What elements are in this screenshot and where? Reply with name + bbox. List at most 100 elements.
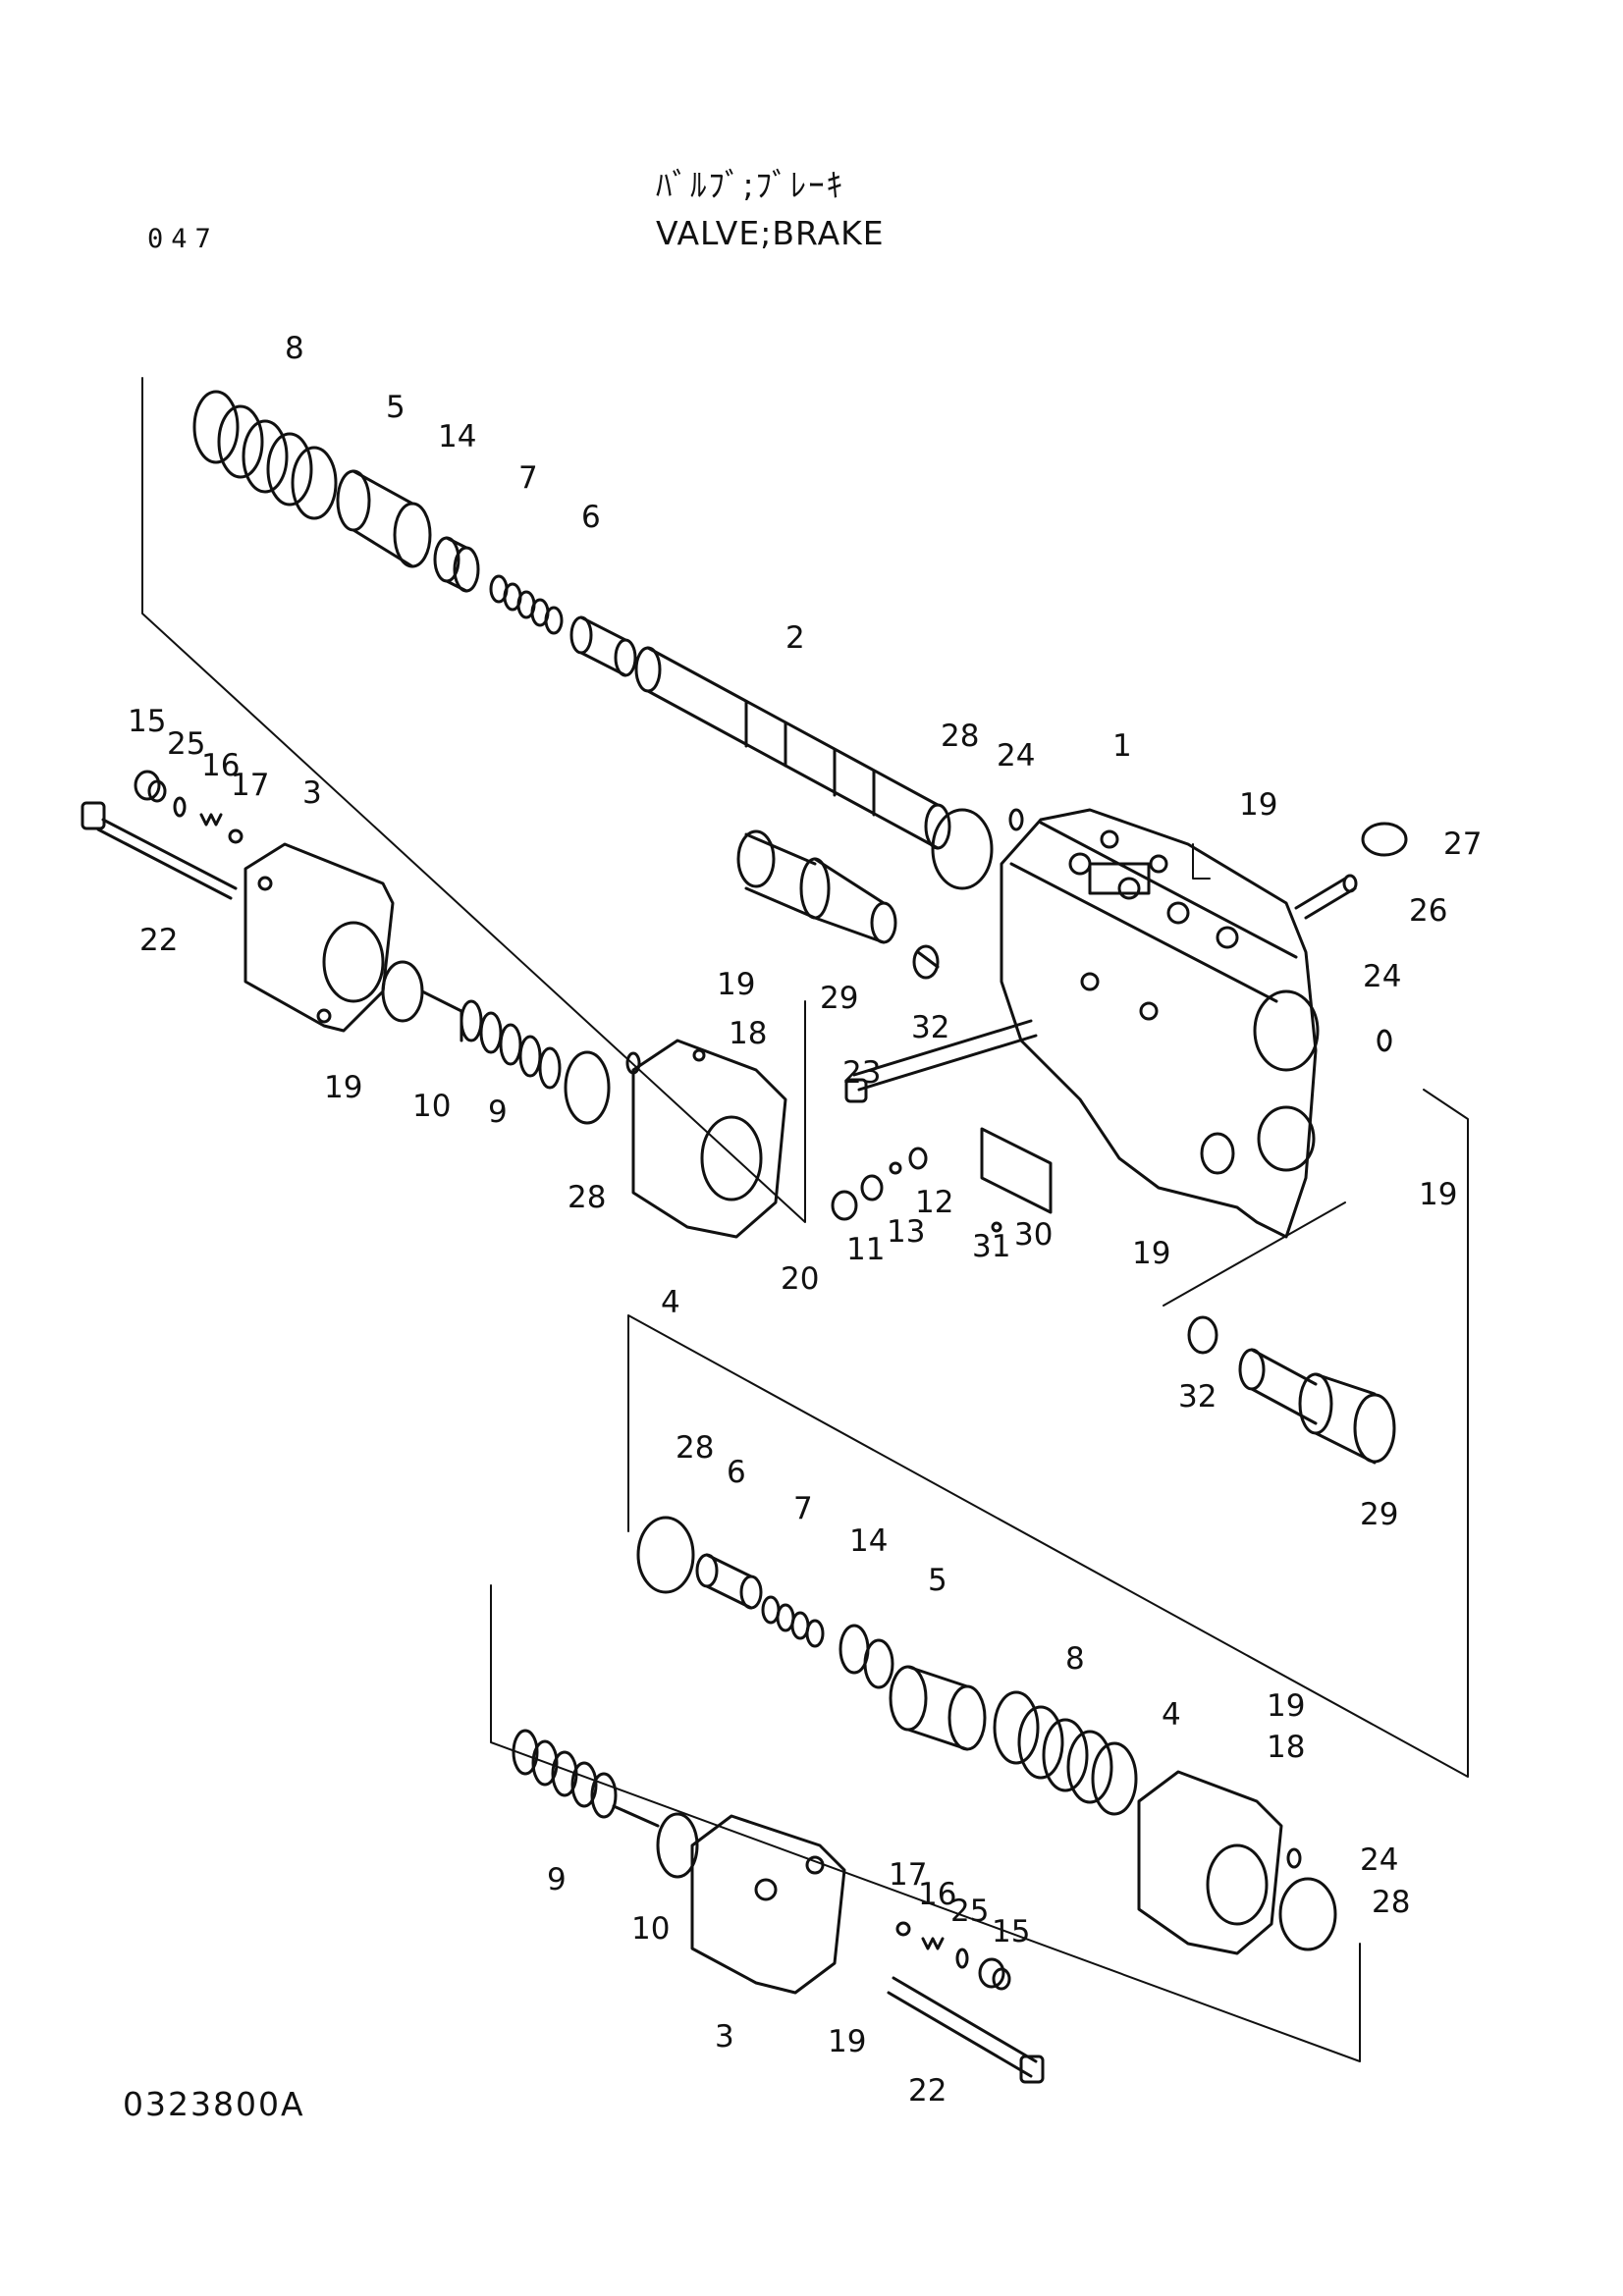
part-label: 20 [781, 1261, 819, 1297]
part-label: 9 [488, 1095, 508, 1130]
part-label: 2 [785, 620, 805, 656]
sleeve-5-lower [889, 1665, 987, 1751]
seat-32-lower [1187, 1315, 1218, 1355]
part-label: 13 [887, 1214, 925, 1250]
part-label: 19 [1267, 1688, 1305, 1724]
part-label: 32 [1178, 1379, 1217, 1415]
oring-28-lower [636, 1516, 695, 1594]
ball-17-upper [228, 828, 243, 844]
page-number: 047 [147, 224, 219, 254]
part-label: 22 [908, 2073, 947, 2109]
part-label: 3 [302, 775, 322, 811]
title-english: VALVE;BRAKE [656, 214, 885, 252]
oring-28-mid [564, 1050, 611, 1125]
part-label: 28 [1372, 1885, 1410, 1920]
part-label: 12 [915, 1185, 953, 1220]
ring-14-lower [839, 1624, 894, 1689]
seat-12 [908, 1147, 928, 1170]
spring-7-lower [761, 1595, 825, 1648]
part-label: 14 [849, 1523, 888, 1559]
oring-27 [1361, 822, 1408, 857]
relief-valve-29-upper [736, 829, 897, 944]
bolt-22-lower [887, 1976, 1045, 2084]
piston-10-upper [381, 960, 463, 1042]
plug-26 [1294, 874, 1358, 920]
title-japanese: ﾊﾞﾙﾌﾞ;ﾌﾞﾚｰｷ [656, 166, 845, 204]
part-label: 32 [911, 1010, 949, 1045]
part-label: 24 [1360, 1842, 1398, 1878]
part-label: 8 [1065, 1641, 1085, 1677]
part-label: 3 [715, 2019, 734, 2055]
spring-9-lower [512, 1729, 618, 1819]
oring-24-mid [625, 1051, 641, 1075]
spring-16-lower [921, 1937, 945, 1950]
part-label: 28 [568, 1180, 606, 1215]
part-label: 29 [1360, 1497, 1398, 1532]
part-label: 16 [918, 1877, 956, 1912]
part-label: 18 [729, 1016, 767, 1051]
part-label: 19 [1239, 787, 1277, 823]
part-label: 18 [1267, 1730, 1305, 1765]
part-label: 14 [438, 419, 476, 454]
ball-17-lower [895, 1921, 911, 1937]
part-label: 19 [828, 2024, 866, 2059]
part-label: 28 [941, 719, 979, 754]
seat-32-upper [912, 944, 940, 980]
part-label: 25 [950, 1894, 989, 1929]
valve-body-1 [1000, 808, 1320, 1239]
part-label: 24 [997, 738, 1035, 774]
part-label: 19 [324, 1070, 362, 1105]
part-label: 8 [285, 331, 304, 366]
plug-20 [831, 1190, 858, 1221]
part-label: 15 [128, 704, 166, 739]
part-label: 4 [1162, 1697, 1181, 1733]
part-label: 1 [1112, 728, 1132, 764]
spring-8-lower [993, 1690, 1138, 1816]
part-label: 15 [992, 1914, 1030, 1949]
spacer-6-lower [695, 1553, 763, 1610]
bolt-23 [844, 1019, 1038, 1103]
part-label: 19 [1419, 1177, 1457, 1212]
part-label: 6 [727, 1455, 746, 1490]
part-label: 19 [1132, 1236, 1170, 1271]
spring-9-upper [460, 999, 562, 1090]
part-label: 5 [386, 390, 406, 425]
spring-16-upper [199, 813, 223, 827]
part-label: 26 [1409, 893, 1447, 929]
part-label: 7 [518, 460, 538, 496]
plug-15-lower [978, 1957, 1011, 1991]
part-label: 16 [201, 748, 240, 783]
bolt-22-upper [81, 801, 238, 900]
oring-24-upper [1008, 808, 1024, 831]
oring-28-lower-right [1278, 1877, 1337, 1951]
sleeve-5-upper [336, 469, 432, 568]
spool-2 [634, 646, 951, 850]
oring-25-lower [955, 1948, 969, 1969]
part-label: 17 [889, 1857, 927, 1893]
spring-8-upper [192, 390, 338, 520]
cover-3-lower [690, 1814, 846, 1995]
part-label: 24 [1363, 959, 1401, 994]
oring-24-lower [1286, 1847, 1302, 1869]
screw-31 [991, 1221, 1002, 1233]
part-label: 9 [547, 1862, 567, 1897]
cover-4-lower [1137, 1770, 1283, 1955]
part-label: 28 [676, 1430, 714, 1466]
spring-7-upper [489, 574, 564, 635]
oring-24-right [1377, 1029, 1392, 1052]
part-label: 5 [928, 1563, 947, 1598]
part-label: 10 [412, 1089, 451, 1124]
oring-28-upper [931, 808, 994, 890]
nameplate-30 [980, 1127, 1053, 1214]
spacer-6-upper [569, 615, 637, 677]
ring-14-upper [433, 536, 480, 593]
part-label: 22 [139, 923, 178, 958]
part-label: 29 [820, 981, 858, 1016]
part-label: 19 [717, 967, 755, 1002]
part-label: 30 [1014, 1217, 1053, 1253]
piston-10-lower [612, 1804, 699, 1879]
part-label: 17 [231, 768, 269, 803]
ball-13 [889, 1161, 902, 1175]
part-label: 10 [631, 1911, 670, 1947]
